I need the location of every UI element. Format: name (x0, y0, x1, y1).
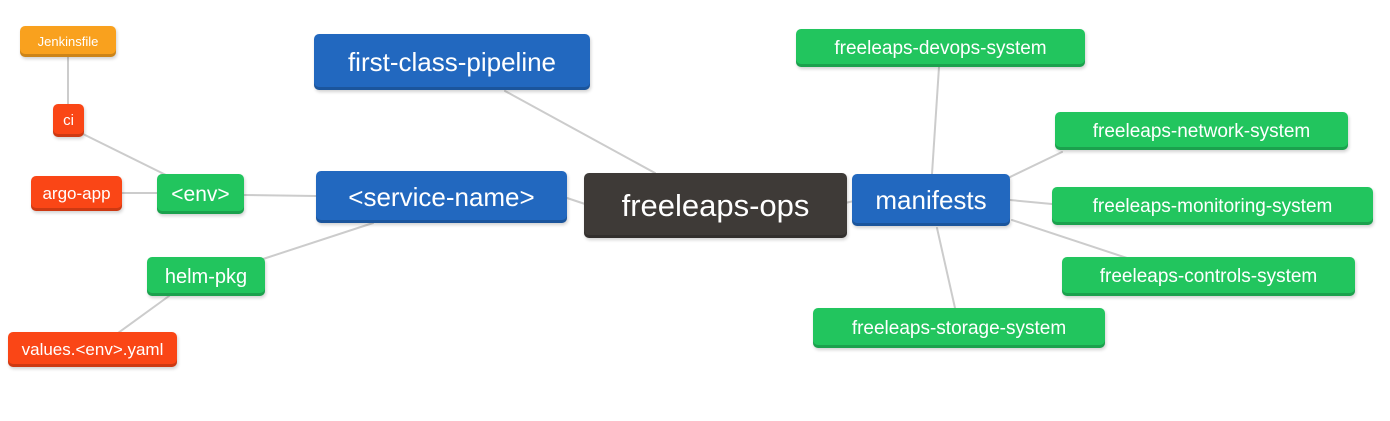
node-jenkinsfile[interactable]: Jenkinsfile (20, 26, 116, 57)
edge-manifests-storage (936, 227, 956, 309)
edge-service-name-helm-pkg (262, 222, 374, 260)
edge-manifests-network (1007, 151, 1063, 179)
node-controls-system[interactable]: freeleaps-controls-system (1062, 257, 1355, 296)
edge-service-name-ops (566, 197, 586, 205)
edge-manifests-devops (931, 66, 940, 175)
node-env[interactable]: <env> (157, 174, 244, 214)
edge-helm-pkg-values (117, 295, 170, 334)
node-values-env-yaml[interactable]: values.<env>.yaml (8, 332, 177, 367)
edge-manifests-monitoring (1009, 199, 1053, 205)
node-manifests[interactable]: manifests (852, 174, 1010, 226)
edge-env-service-name (243, 194, 317, 197)
edge-ci-env (82, 133, 171, 178)
node-service-name[interactable]: <service-name> (316, 171, 567, 223)
node-monitoring-system[interactable]: freeleaps-monitoring-system (1052, 187, 1373, 225)
edge-manifests-controls (1011, 219, 1131, 260)
node-ci[interactable]: ci (53, 104, 84, 137)
node-devops-system[interactable]: freeleaps-devops-system (796, 29, 1085, 67)
node-freeleaps-ops[interactable]: freeleaps-ops (584, 173, 847, 238)
edge-pipeline-ops (504, 90, 656, 174)
node-storage-system[interactable]: freeleaps-storage-system (813, 308, 1105, 348)
node-argo-app[interactable]: argo-app (31, 176, 122, 211)
node-first-class-pipeline[interactable]: first-class-pipeline (314, 34, 590, 90)
node-network-system[interactable]: freeleaps-network-system (1055, 112, 1348, 150)
node-helm-pkg[interactable]: helm-pkg (147, 257, 265, 296)
